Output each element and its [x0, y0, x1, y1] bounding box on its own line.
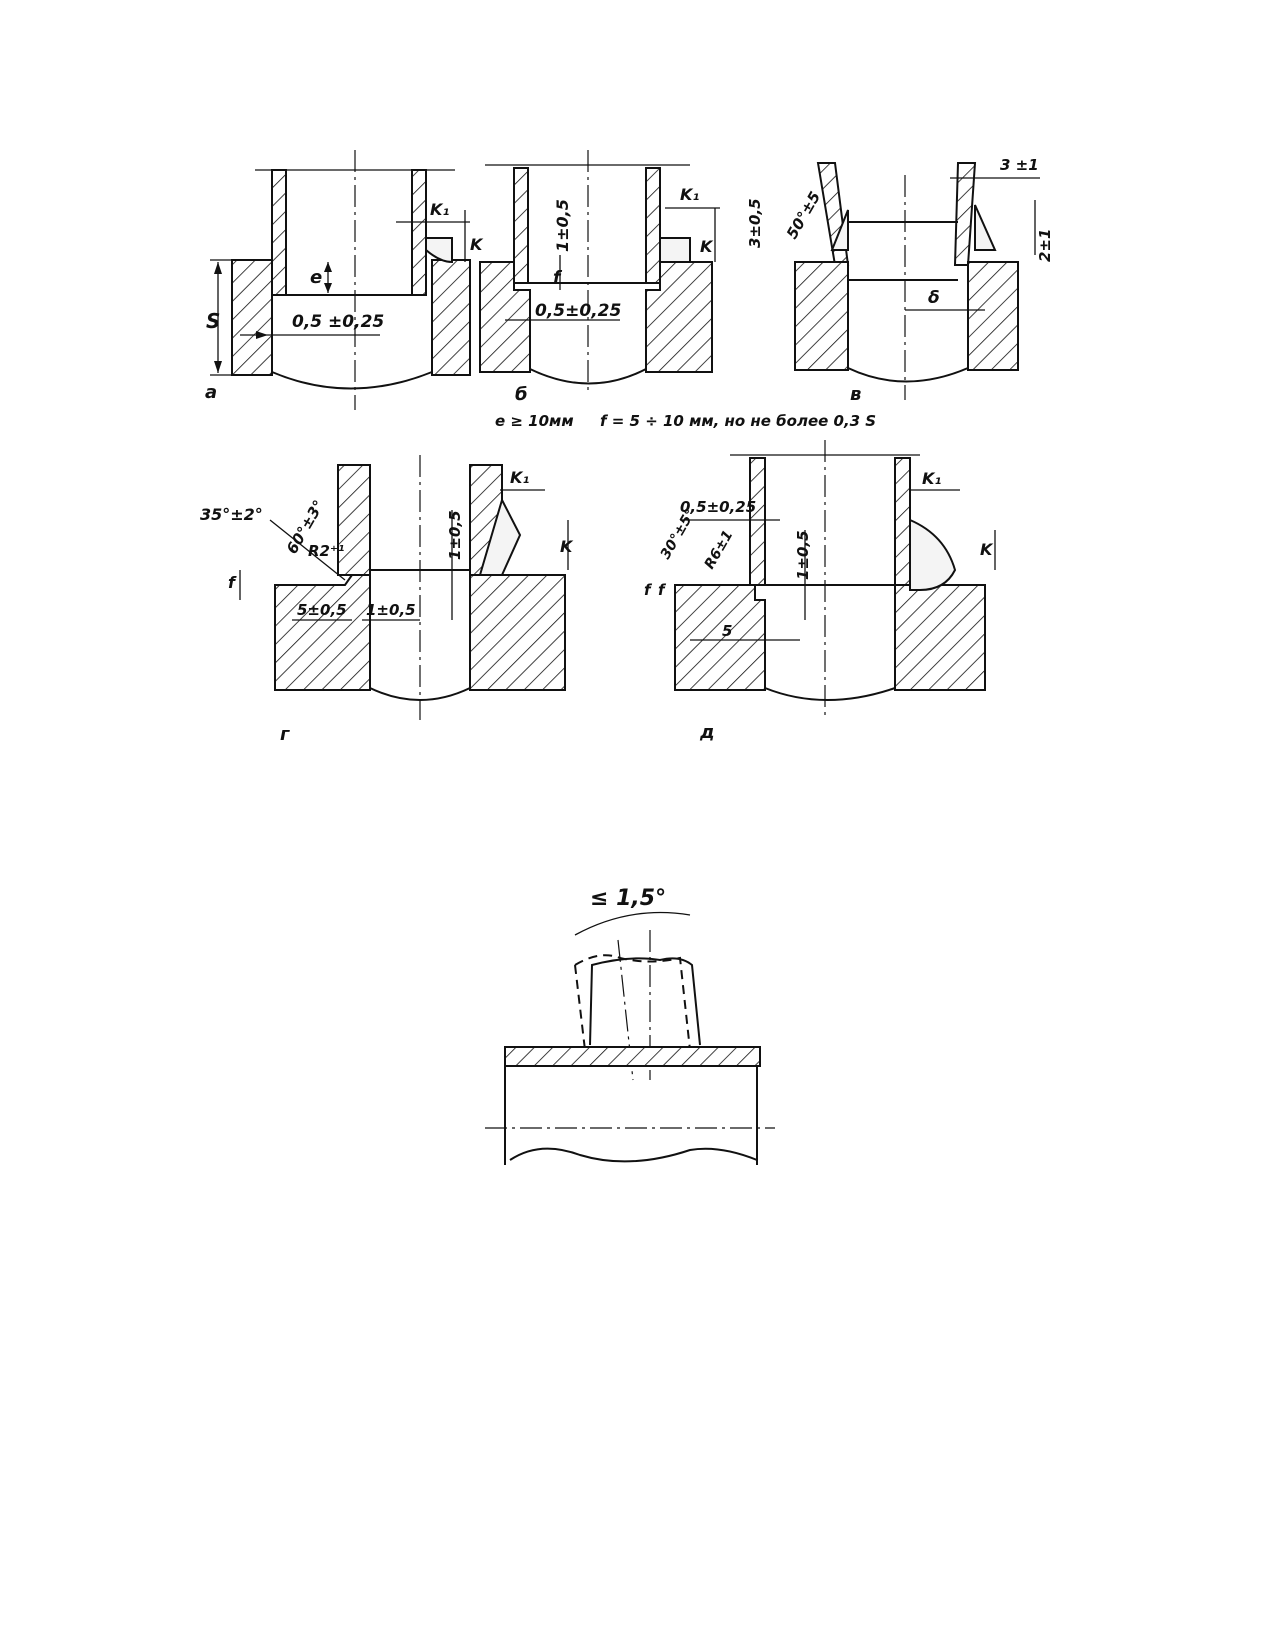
dim-angle-d: 30°±5° — [658, 506, 699, 562]
dim-K-b: K — [700, 237, 714, 256]
tilt-angle-label: ≤ 1,5° — [590, 886, 666, 911]
label-b: б — [515, 384, 528, 405]
dim-depth-g: 5±0,5 — [297, 601, 347, 619]
figure-a: S e 0,5 ±0,25 K₁ K а — [205, 150, 484, 410]
dim-gap-d: 0,5±0,25 — [680, 498, 756, 516]
note-f: f = 5 ÷ 10 мм, но не более 0,3 S — [600, 412, 876, 430]
dim-gap-a: 0,5 ±0,25 — [292, 312, 384, 332]
dim-angle1-g: 35°±2° — [200, 505, 263, 524]
dim-f-b: f — [553, 268, 563, 288]
dim-f2-d: f — [658, 581, 667, 599]
label-v: в — [850, 384, 861, 405]
note-e: e ≥ 10мм — [495, 412, 574, 430]
label-d: д — [699, 722, 715, 743]
dim-land-b: 1±0,5 — [553, 199, 572, 252]
dim-e: e — [310, 267, 322, 288]
dim-K1-a: K₁ — [430, 200, 449, 219]
dim-K-a: K — [470, 235, 484, 254]
dim-f-g: f — [228, 573, 237, 592]
label-a: а — [205, 382, 217, 403]
dim-K1-b: K₁ — [680, 185, 699, 204]
dim-S: S — [206, 309, 220, 333]
dim-K-g: K — [560, 537, 574, 556]
figure-g: 35°±2° 60°±3° R2⁺¹ f 5±0,5 1±0,5 1±0,5 K… — [200, 455, 574, 745]
dim-K-d: K — [980, 540, 994, 559]
figure-v: 3±0,5 50°±5 δ 3 ±1 2±1 в — [746, 156, 1054, 405]
dim-depth-d: 5 — [722, 622, 732, 640]
dim-angle-v: 50°±5 — [783, 188, 824, 242]
dim-K1-d: K₁ — [922, 469, 941, 488]
dim-gap-h-g: 1±0,5 — [366, 601, 416, 619]
tilt-figure: ≤ 1,5° — [485, 886, 775, 1165]
dim-gap-b: 0,5±0,25 — [535, 301, 621, 321]
dim-f-d: f — [644, 581, 653, 599]
label-g: г — [280, 724, 290, 745]
dim-gap-v-g: 1±0,5 — [446, 510, 464, 560]
dim-K1-g: K₁ — [510, 468, 529, 487]
dim-top-v: 3 ±1 — [1000, 156, 1039, 174]
dim-radius-d: R6±1 — [702, 528, 737, 572]
dim-side-v: 2±1 — [1036, 229, 1054, 262]
dim-land-d: 1±0,5 — [794, 530, 812, 580]
dim-gap-v: δ — [928, 288, 940, 308]
dim-radius-g: R2⁺¹ — [308, 542, 344, 560]
figure-b: f 1±0,5 0,5±0,25 K₁ K б — [479, 150, 720, 405]
dim-height-v: 3±0,5 — [746, 198, 764, 248]
figure-d: 0,5±0,25 30°±5° R6±1 f f 1±0,5 5 K₁ K д — [644, 440, 996, 743]
